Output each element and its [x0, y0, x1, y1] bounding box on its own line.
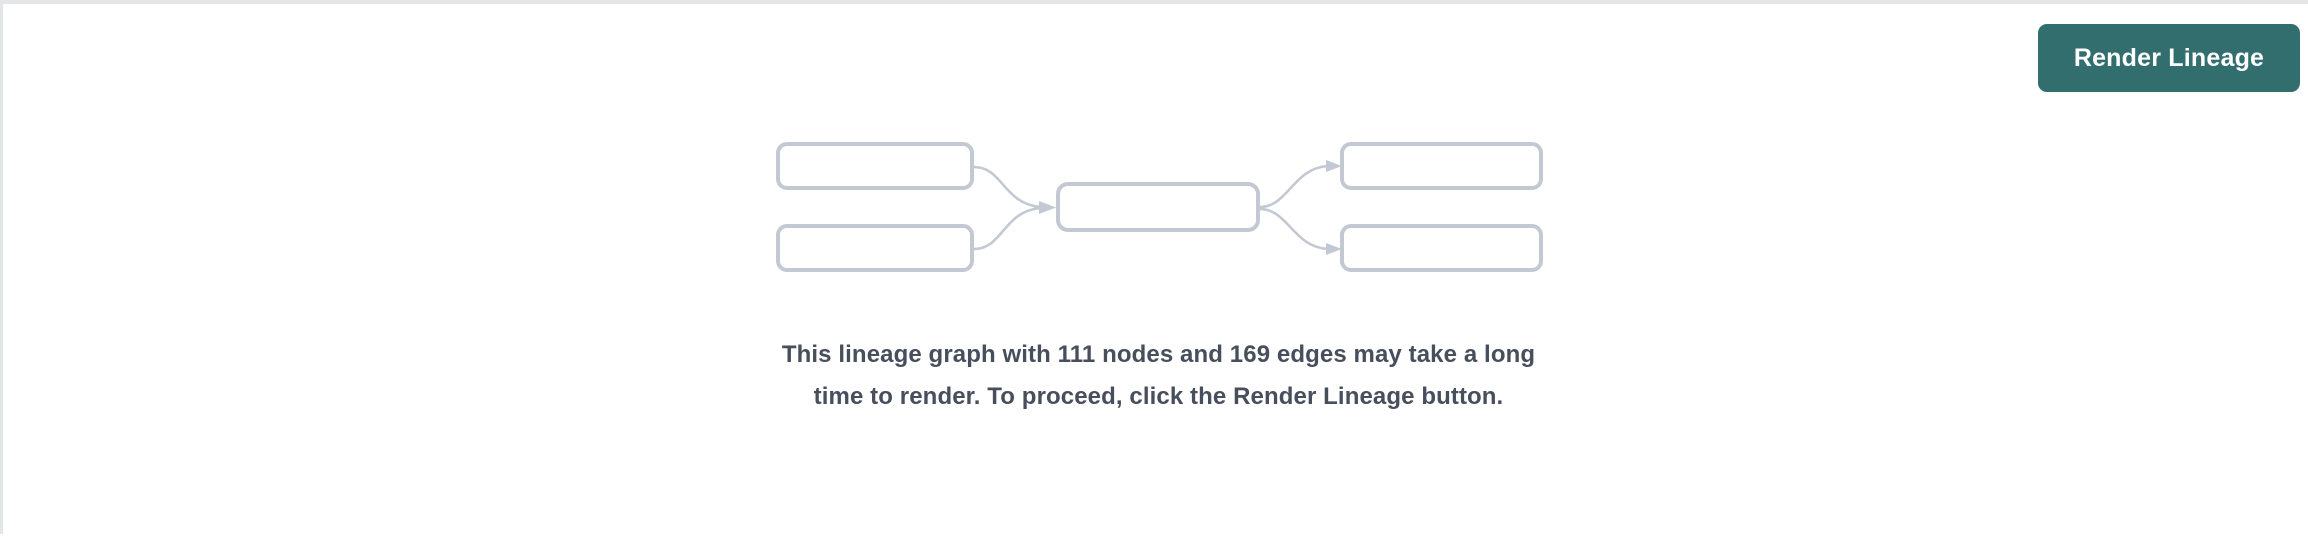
graph-node-focus	[1056, 182, 1260, 232]
edge-upstream-1-to-focus	[973, 165, 1042, 209]
graph-node-downstream-2	[1340, 224, 1543, 272]
render-lineage-button[interactable]: Render Lineage	[2038, 24, 2300, 92]
arrowhead-into-downstream-2	[1326, 243, 1342, 255]
edge-upstream-2-to-focus	[973, 206, 1042, 251]
arrowhead-into-focus	[1039, 201, 1056, 214]
edge-focus-to-downstream-2	[1259, 207, 1329, 251]
graph-node-upstream-1	[776, 142, 974, 190]
graph-node-upstream-2	[776, 224, 974, 272]
lineage-graph-placeholder-icon	[776, 142, 1543, 272]
arrowhead-into-downstream-1	[1326, 160, 1342, 172]
graph-node-downstream-1	[1340, 142, 1543, 190]
lineage-warning-message: This lineage graph with 111 nodes and 16…	[781, 341, 1536, 410]
edge-focus-to-downstream-1	[1259, 164, 1329, 209]
